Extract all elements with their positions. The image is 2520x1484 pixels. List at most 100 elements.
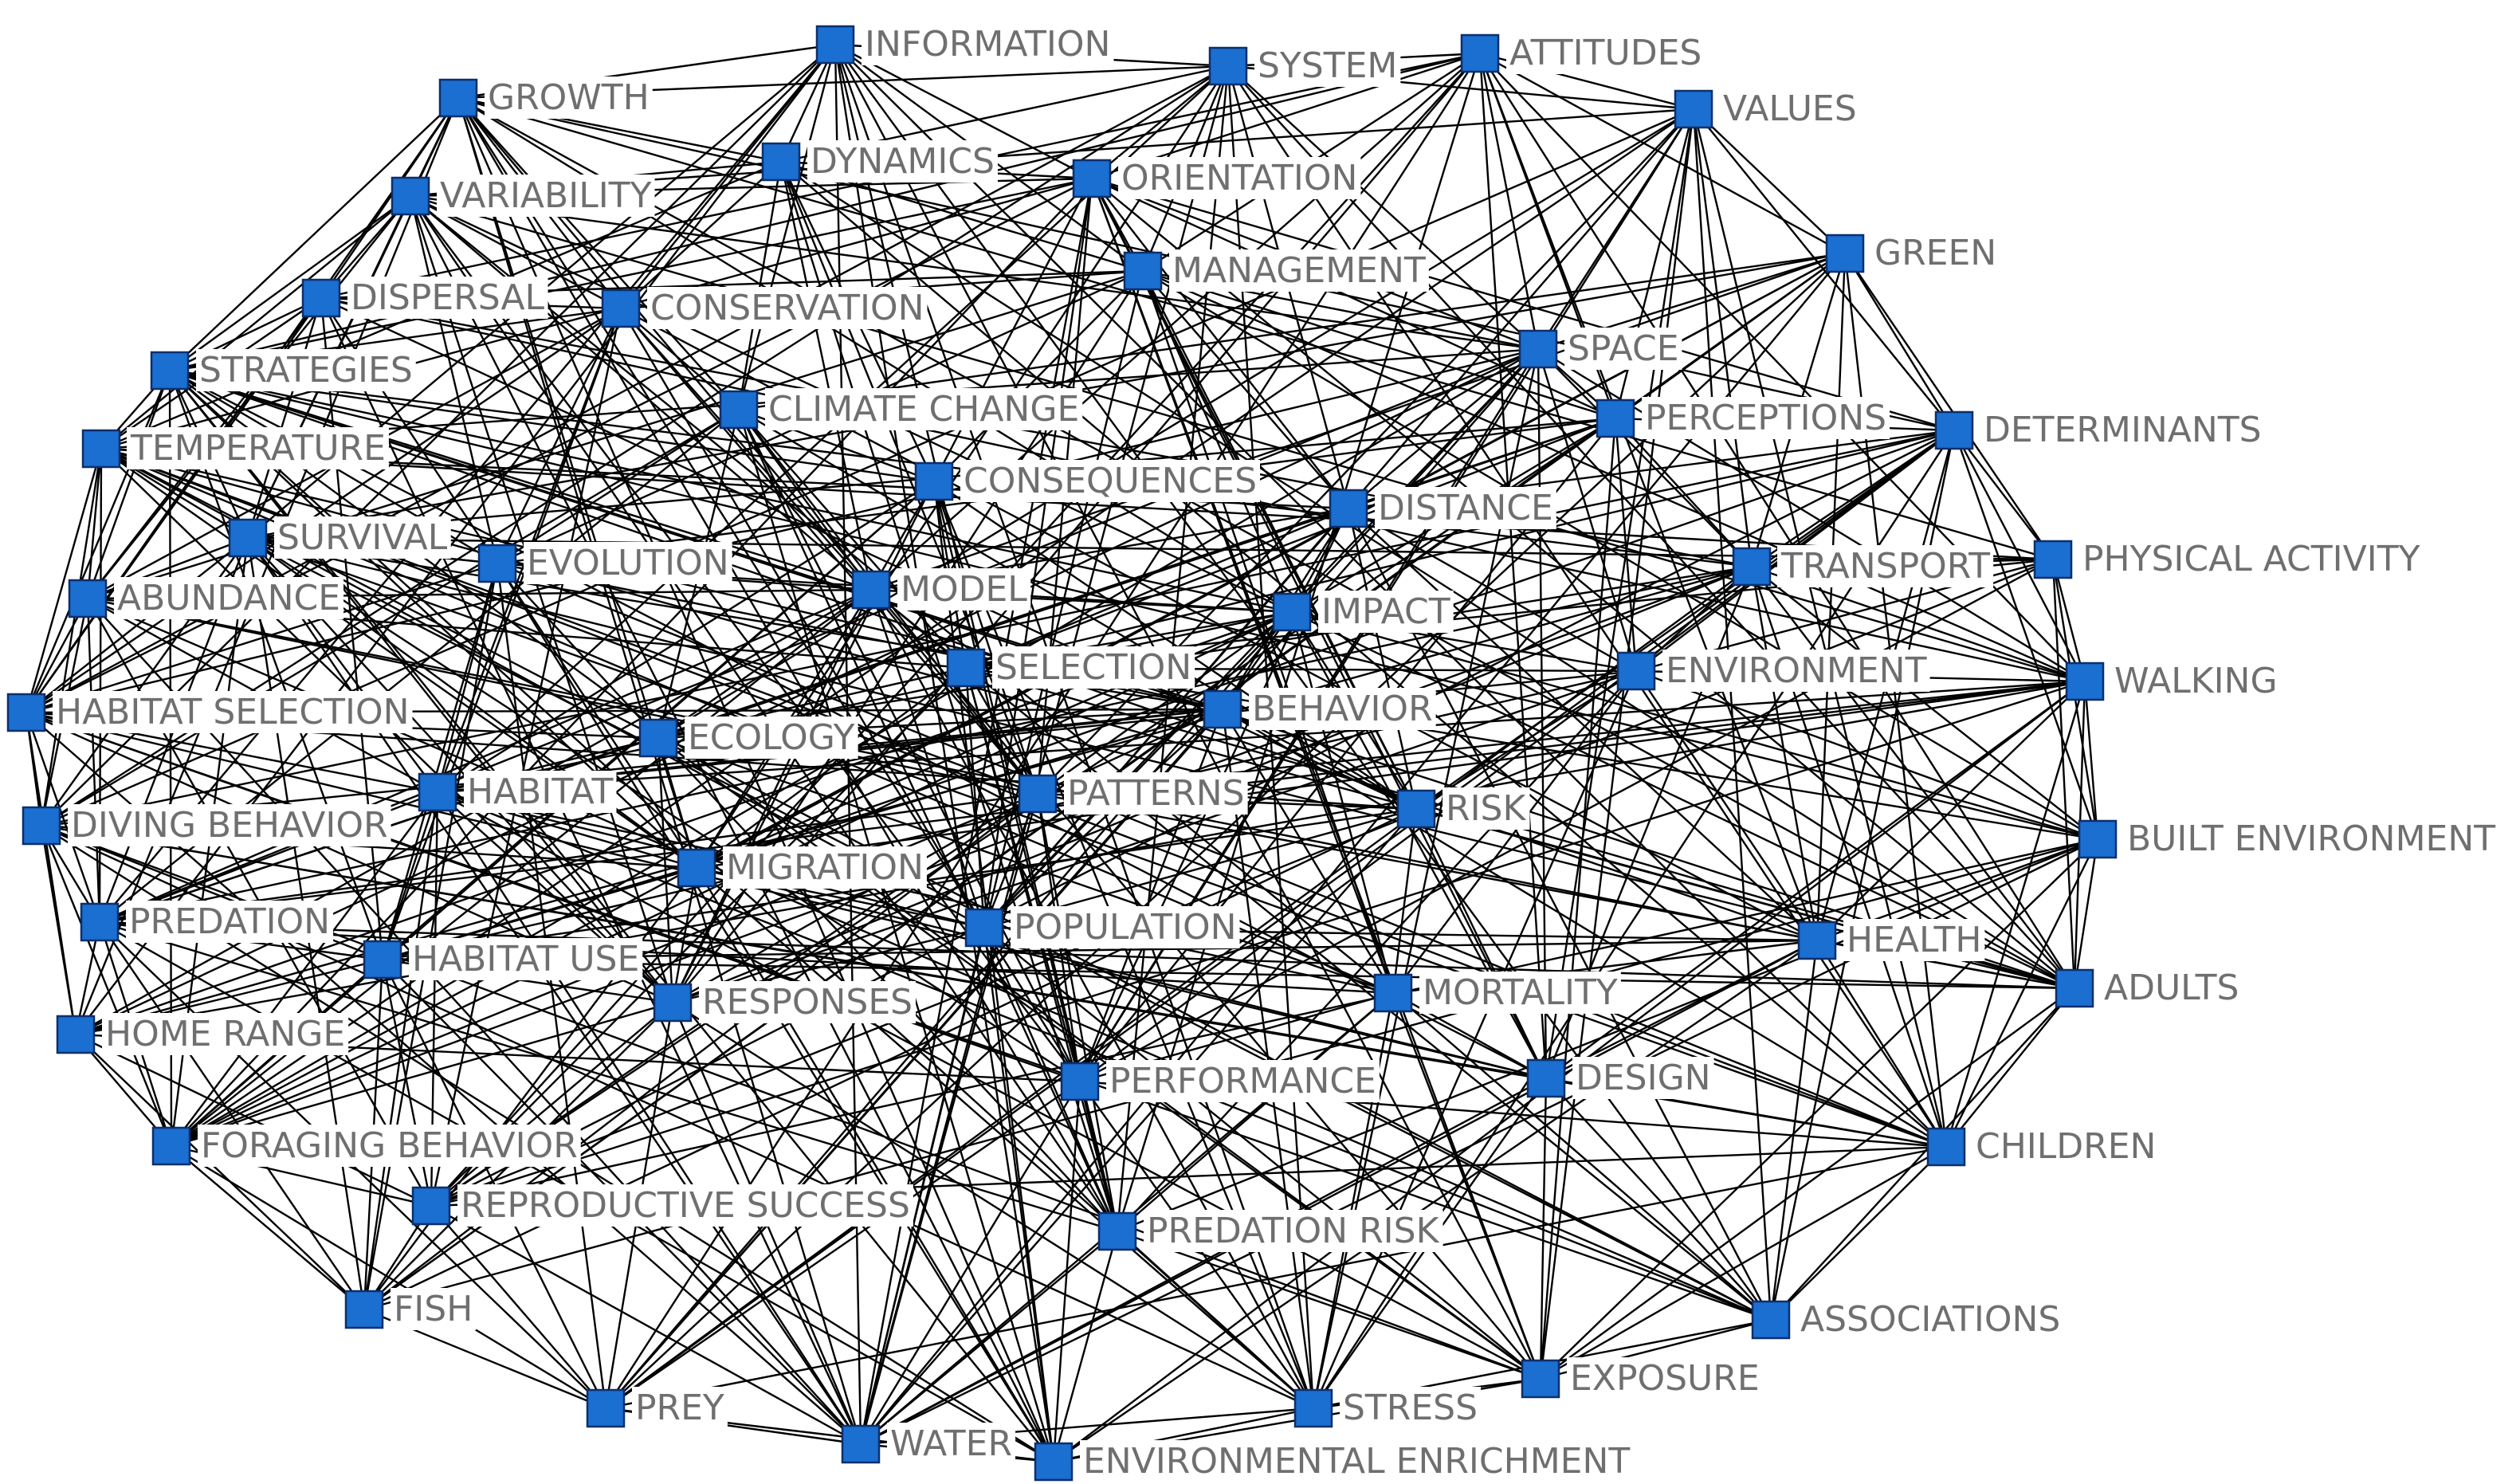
edge-orientation-determinants	[1091, 177, 1955, 432]
node-label-design: DESIGN	[1576, 1058, 1711, 1098]
edge-responses-foraging-behavior	[171, 1001, 673, 1148]
node-label-dynamics: DYNAMICS	[811, 141, 995, 182]
edge-predation-risk-environmental-enrichment	[1052, 1231, 1119, 1462]
node-label-performance: PERFORMANCE	[1109, 1061, 1376, 1101]
edge-health-associations	[1769, 940, 1819, 1321]
edge-abundance-patterns	[87, 597, 1038, 795]
node-label-background	[464, 771, 617, 813]
edge-environment-stress	[1312, 670, 1638, 1409]
node-marker-physical-activity	[2033, 540, 2073, 579]
node-marker-environmental-enrichment	[1034, 1442, 1074, 1482]
node-label-habitat: HABITAT	[467, 771, 613, 812]
node-label-health: HEALTH	[1847, 920, 1981, 960]
edge-diving-behavior-home-range	[40, 825, 77, 1035]
node-marker-stress	[1293, 1388, 1333, 1428]
node-marker-children	[1926, 1127, 1966, 1167]
node-label-background	[2124, 818, 2499, 860]
node-marker-migration	[677, 848, 716, 888]
edge-migration-responses	[671, 867, 698, 1003]
node-marker-transport	[1732, 547, 1772, 587]
node-label-stress: STRESS	[1343, 1388, 1478, 1428]
node-mortality: MORTALITY	[1373, 972, 1621, 1014]
node-label-background	[1080, 1440, 1634, 1482]
node-label-background	[1011, 906, 1240, 948]
edge-perceptions-exposure	[1539, 418, 1617, 1380]
edge-responses-reproductive-success	[430, 1002, 673, 1207]
node-impact: IMPACT	[1272, 591, 1454, 633]
node-label-predation-risk: PREDATION RISK	[1147, 1211, 1440, 1251]
node-label-growth: GROWTH	[488, 77, 650, 118]
node-label-background	[457, 1184, 913, 1227]
edge-dynamics-adults	[780, 160, 2075, 990]
node-stress: STRESS	[1293, 1387, 1482, 1429]
edge-conservation-population	[619, 308, 986, 928]
node-label-mortality: MORTALITY	[1423, 972, 1618, 1013]
node-label-behavior: BEHAVIOR	[1252, 689, 1433, 729]
node-marker-perceptions	[1596, 398, 1635, 438]
edge-determinants-reproductive-success	[430, 429, 1955, 1207]
node-marker-impact	[1272, 592, 1312, 632]
node-exposure: EXPOSURE	[1521, 1357, 1763, 1400]
edge-dynamics-climate-change	[737, 161, 783, 410]
edge-variability-model	[410, 195, 872, 591]
edge-strategies-impact	[169, 369, 1293, 614]
node-label-environment: ENVIRONMENT	[1666, 650, 1927, 691]
node-label-consequences: CONSEQUENCES	[964, 461, 1257, 501]
node-transport: TRANSPORT	[1732, 545, 1994, 587]
node-label-population: POPULATION	[1014, 907, 1237, 948]
edge-dispersal-strategies	[169, 296, 322, 372]
node-predation-risk: PREDATION RISK	[1097, 1210, 1443, 1252]
edge-growth-strategies	[169, 97, 459, 371]
edge-distance-health	[1348, 508, 1818, 941]
node-perceptions: PERCEPTIONS	[1596, 397, 1890, 439]
edge-ecology-associations	[657, 736, 1772, 1321]
edge-growth-predation-risk	[457, 97, 1119, 1232]
node-space: SPACE	[1518, 328, 1682, 370]
node-marker-distance	[1329, 489, 1368, 528]
node-label-background	[632, 1387, 728, 1429]
edge-children-prey	[605, 1145, 1947, 1410]
edge-determinants-prey	[605, 430, 1955, 1409]
node-design: DESIGN	[1526, 1057, 1714, 1099]
edge-management-distance	[1142, 270, 1349, 509]
node-marker-exposure	[1521, 1359, 1560, 1399]
node-label-background	[2101, 967, 2243, 1009]
node-risk: RISK	[1396, 787, 1530, 830]
node-label-home-range: HOME RANGE	[105, 1014, 345, 1054]
node-label-green: GREEN	[1874, 233, 1996, 273]
node-label-background	[862, 23, 1114, 65]
node-label-foraging-behavior: FORAGING BEHAVIOR	[201, 1125, 578, 1166]
edge-management-built-environment	[1142, 269, 2098, 841]
edge-information-stress	[834, 44, 1315, 1409]
node-label-background	[1419, 972, 1621, 1014]
node-label-background	[391, 1288, 477, 1330]
edge-migration-stress	[696, 867, 1314, 1409]
node-marker-predation-risk	[1097, 1211, 1137, 1251]
node-marker-adults	[2055, 968, 2094, 1008]
node-label-risk: RISK	[1446, 788, 1526, 829]
edge-built-environment-predation-risk	[1117, 838, 2098, 1233]
node-label-background	[53, 691, 413, 733]
node-label-background	[699, 981, 917, 1023]
node-marker-habitat-use	[363, 940, 402, 980]
node-label-adults: ADULTS	[2104, 968, 2239, 1008]
edge-impact-population	[983, 611, 1293, 928]
node-habitat-use: HABITAT USE	[363, 938, 643, 980]
node-performance: PERFORMANCE	[1060, 1060, 1380, 1102]
node-orientation: ORIENTATION	[1072, 157, 1361, 199]
node-marker-prey	[586, 1388, 626, 1428]
edge-adults-associations	[1770, 987, 2075, 1321]
edge-risk-water	[860, 808, 1417, 1445]
edge-mortality-associations	[1392, 992, 1772, 1321]
node-marker-model	[851, 570, 891, 610]
node-label-strategies: STRATEGIES	[199, 350, 413, 391]
edge-model-associations	[870, 589, 1772, 1321]
node-label-climate-change: CLIMATE CHANGE	[768, 389, 1079, 430]
node-distance: DISTANCE	[1329, 487, 1556, 529]
node-marker-determinants	[1934, 410, 1974, 450]
node-label-background	[409, 938, 643, 980]
node-marker-performance	[1060, 1062, 1100, 1101]
node-marker-information	[815, 25, 855, 65]
edge-perceptions-selection	[965, 417, 1616, 669]
edge-determinants-selection	[965, 429, 1955, 669]
